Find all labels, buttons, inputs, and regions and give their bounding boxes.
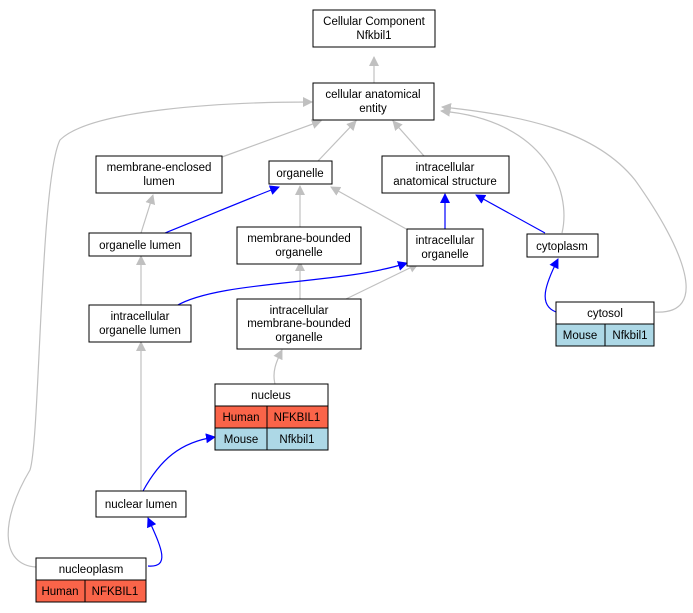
edge-nucleoplasm-to-nuclearlumen: [147, 517, 163, 567]
node-ias-line1: intracellular: [416, 162, 475, 174]
node-mel-line2: lumen: [143, 176, 174, 188]
node-mbo-line1: membrane-bounded: [247, 233, 351, 245]
nucleus-mouse-gene-cell: [266, 427, 329, 451]
node-intracellular-organelle[interactable]: intracellular organelle: [406, 228, 484, 267]
node-organelle-lumen[interactable]: organelle lumen: [88, 232, 192, 257]
edge-nuclearlumen-to-nucleus: [142, 433, 216, 492]
node-cellular-anatomical-entity[interactable]: cellular anatomical entity: [312, 82, 435, 121]
node-imbo-line2: membrane-bounded: [247, 318, 351, 330]
node-intracellular-organelle-lumen[interactable]: intracellular organelle lumen: [88, 304, 192, 343]
nucleoplasm-human-gene: NFKBIL1: [92, 586, 139, 598]
edges: [7, 56, 687, 568]
node-organelle[interactable]: organelle: [268, 160, 333, 185]
cytosol-mouse-gene-cell: [604, 323, 655, 347]
node-intracellular-membrane-bounded-organelle[interactable]: intracellular membrane-bounded organelle: [236, 298, 362, 350]
edge-cytoplasm-to-ias: [475, 194, 546, 234]
nucleoplasm-human-species: Human: [41, 586, 78, 598]
node-nuclear-lumen[interactable]: nuclear lumen: [95, 490, 187, 518]
edge-organelle-to-cae: [317, 120, 357, 162]
node-nucleoplasm-title: nucleoplasm: [59, 564, 124, 576]
cytosol-mouse-gene: Nfkbil1: [612, 330, 647, 342]
edge-cytosol-to-cytoplasm: [544, 258, 559, 313]
edge-ol-to-organelle: [164, 185, 280, 234]
node-mel-line1: membrane-enclosed: [107, 162, 212, 174]
node-nuclear-lumen-line1: nuclear lumen: [105, 499, 177, 511]
node-cytosol-title: cytosol: [587, 308, 623, 320]
node-root-line2: Nfkbil1: [356, 30, 391, 42]
node-io-line2: organelle: [421, 249, 468, 261]
node-nucleus-title: nucleus: [251, 390, 291, 402]
node-cytoplasm-line1: cytoplasm: [536, 241, 588, 253]
node-io-line1: intracellular: [416, 235, 475, 247]
edge-io-to-organelle: [330, 186, 409, 231]
node-intracellular-anatomical-structure[interactable]: intracellular anatomical structure: [381, 155, 510, 194]
node-imbo-line3: organelle: [275, 332, 322, 344]
nucleoplasm-human-gene-cell: [84, 579, 147, 603]
node-mbo-line2: organelle: [275, 247, 322, 259]
cytosol-mouse-species: Mouse: [563, 330, 598, 342]
node-iol-line2: organelle lumen: [99, 325, 181, 337]
node-root[interactable]: Cellular Component Nfkbil1: [312, 9, 436, 48]
edge-mel-to-cae: [221, 119, 322, 158]
node-cae-line1: cellular anatomical: [325, 89, 420, 101]
node-organelle-line1: organelle: [276, 168, 323, 180]
node-cytosol[interactable]: cytosol Mouse Nfkbil1: [555, 301, 655, 347]
edge-nucleus-to-imbo: [273, 349, 283, 385]
node-root-line1: Cellular Component: [323, 16, 425, 28]
node-iol-line1: intracellular: [111, 311, 170, 323]
nucleus-human-gene: NFKBIL1: [274, 412, 321, 424]
node-nucleus[interactable]: nucleus Human NFKBIL1 Mouse Nfkbil1: [214, 383, 329, 451]
nucleus-human-species: Human: [222, 412, 259, 424]
edge-cytoplasm-to-cae: [440, 106, 565, 234]
nucleus-mouse-gene: Nfkbil1: [279, 434, 314, 446]
node-membrane-enclosed-lumen[interactable]: membrane-enclosed lumen: [95, 155, 223, 194]
nucleus-mouse-species: Mouse: [224, 434, 259, 446]
node-cytoplasm[interactable]: cytoplasm: [526, 233, 599, 258]
node-ol-line1: organelle lumen: [99, 240, 181, 252]
node-cae-line2: entity: [359, 103, 387, 115]
edge-nucleoplasm-to-cae: [7, 97, 313, 568]
node-ias-line2: anatomical structure: [393, 176, 497, 188]
node-nucleoplasm[interactable]: nucleoplasm Human NFKBIL1: [35, 557, 147, 603]
node-membrane-bounded-organelle[interactable]: membrane-bounded organelle: [236, 226, 362, 265]
edge-cytosol-to-cae: [441, 102, 687, 313]
edge-iol-to-io: [175, 261, 408, 307]
node-imbo-line1: intracellular: [270, 305, 329, 317]
edge-ol-to-mel: [140, 194, 156, 234]
edge-ias-to-cae: [392, 120, 425, 157]
